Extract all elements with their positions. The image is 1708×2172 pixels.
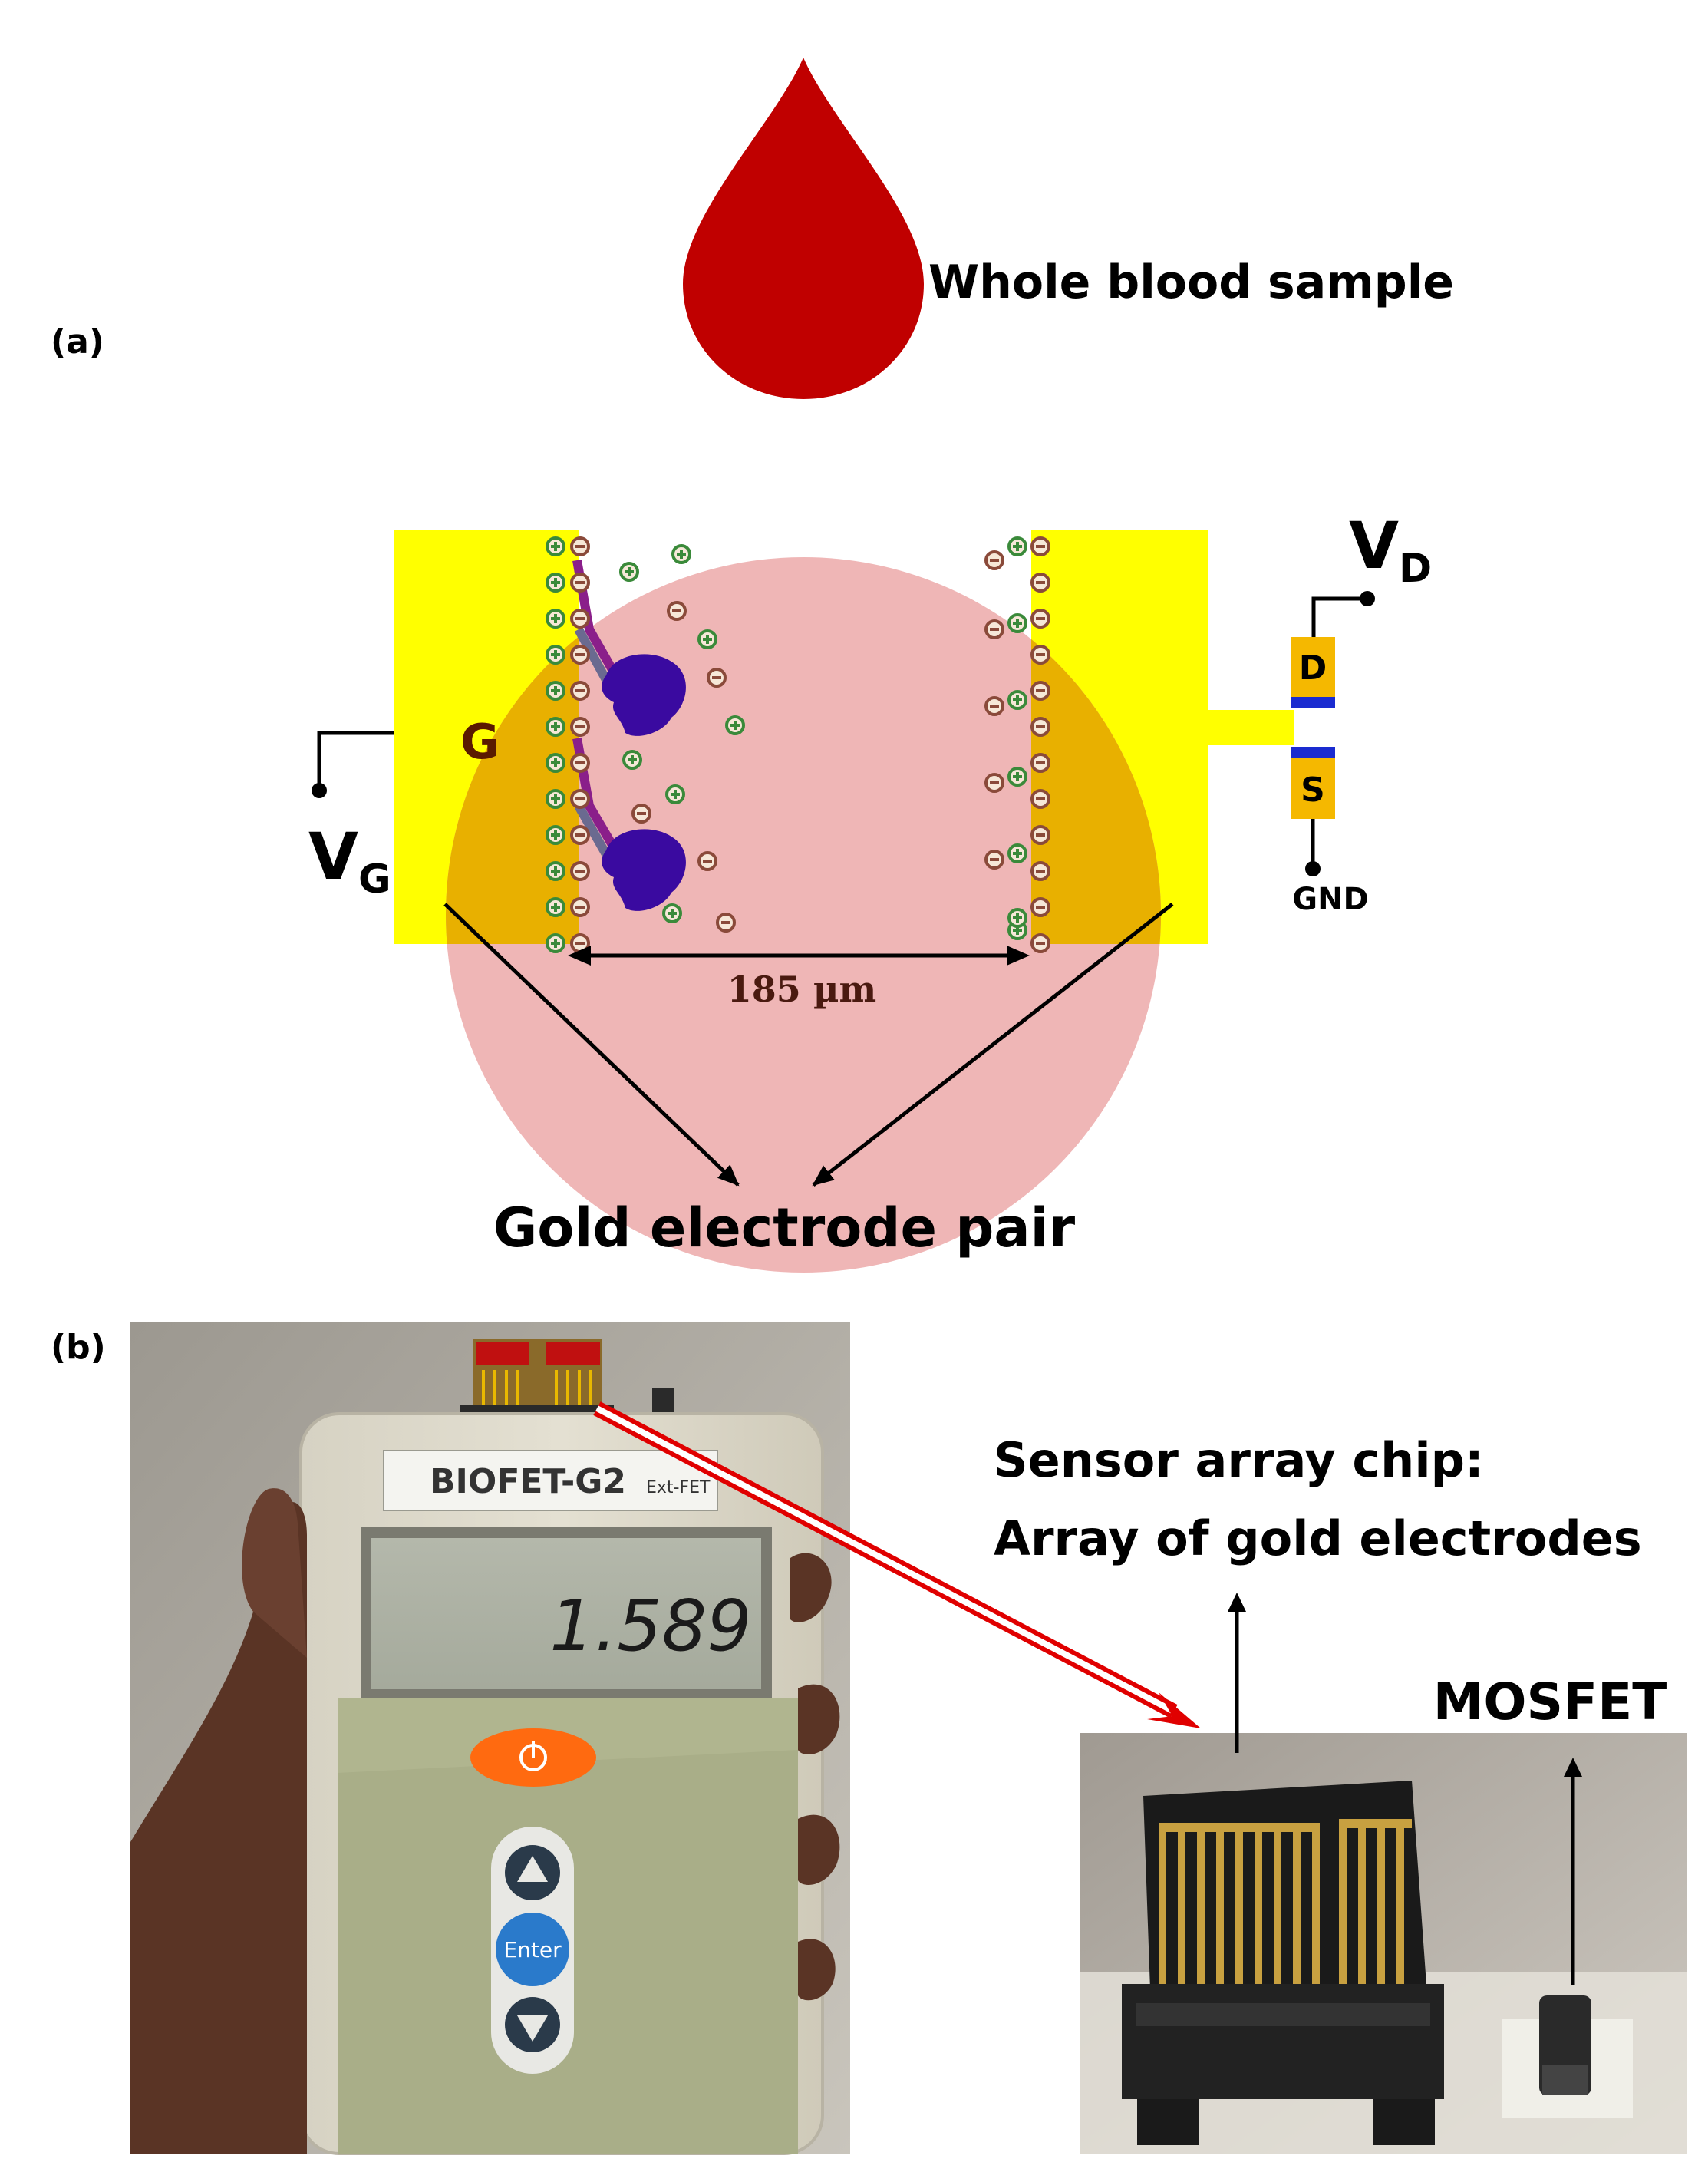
electrode-pair-label: Gold electrode pair — [493, 1197, 1076, 1259]
drain-label: D — [1299, 649, 1327, 688]
gnd-terminal — [1305, 861, 1321, 876]
mosfet-label: MOSFET — [1433, 1672, 1667, 1731]
vd-wire — [1311, 596, 1367, 645]
chip-label-line2: Array of gold electrodes — [994, 1510, 1642, 1566]
display-value: 1.589 — [549, 1585, 751, 1667]
blood-circle — [446, 557, 1161, 1273]
panel-b-label: (b) — [51, 1328, 106, 1367]
chip-photo — [1080, 1733, 1687, 2154]
gate-label: G — [460, 714, 500, 770]
red-pointer-arrow — [593, 1401, 1201, 1728]
blood-sample-label: Whole blood sample — [928, 256, 1454, 309]
hand — [130, 1501, 307, 2154]
source-label: S — [1301, 771, 1325, 810]
blood-drop-icon — [683, 58, 924, 399]
drain-contact — [1291, 697, 1335, 708]
ion-layer — [546, 536, 1050, 953]
gap-arrow-left-head — [568, 946, 591, 966]
device-brand: BIOFET-G2 — [430, 1462, 626, 1501]
device-photo: BIOFET-G2 Ext-FET 1.589 Enter — [130, 1322, 850, 2155]
vg-wire — [317, 731, 394, 791]
mosfet-arrow-head — [1564, 1758, 1582, 1777]
gap-label: 185 µm — [727, 969, 876, 1010]
source-block — [1291, 758, 1335, 819]
antigen-bottom — [602, 829, 686, 911]
electrode-arrow-right — [812, 903, 1174, 1187]
vd-label: VD — [1349, 508, 1432, 592]
vd-terminal — [1360, 591, 1375, 606]
down-arrow-icon — [517, 2015, 548, 2042]
gap-arrow-right-head — [1007, 946, 1030, 966]
up-arrow-icon — [517, 1856, 548, 1882]
vg-label: VG — [308, 819, 391, 903]
source-contact — [1291, 747, 1335, 758]
panel-a-label: (a) — [51, 322, 104, 361]
drain-block — [1291, 637, 1335, 697]
enter-button — [496, 1913, 569, 1986]
electrode-lead — [1208, 710, 1294, 745]
chip-arrow-head — [1228, 1593, 1246, 1612]
gnd-label: GND — [1292, 882, 1369, 917]
enter-label: Enter — [503, 1937, 562, 1962]
vg-terminal — [312, 783, 327, 798]
electrode-arrow-left — [443, 903, 740, 1187]
device-model: Ext-FET — [646, 1478, 711, 1497]
chip-label-line1: Sensor array chip: — [994, 1432, 1484, 1488]
antigen-top — [602, 654, 686, 736]
